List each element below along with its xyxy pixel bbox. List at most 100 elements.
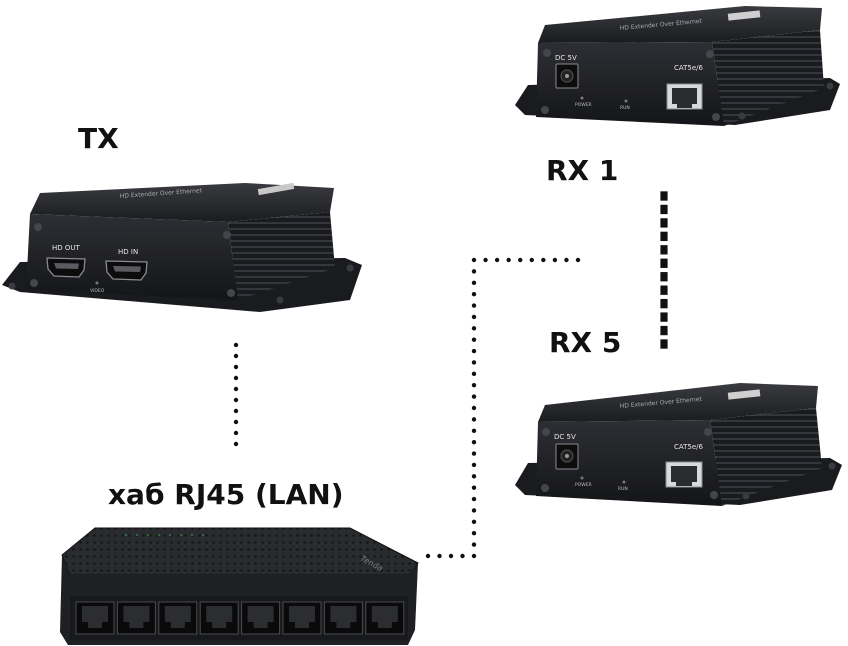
cable-dot bbox=[660, 204, 668, 215]
cable-dot bbox=[471, 531, 477, 536]
switch-ports bbox=[75, 601, 405, 635]
switch-port-icon bbox=[75, 601, 115, 635]
screw-icon bbox=[541, 106, 549, 114]
port-led-icon bbox=[190, 533, 194, 537]
switch-port-icon bbox=[365, 601, 405, 635]
rx5-label: RX 5 bbox=[549, 326, 622, 359]
video-led-icon bbox=[95, 281, 99, 285]
cable-dot bbox=[471, 371, 477, 377]
cable-dot bbox=[233, 441, 239, 447]
rx5-device: HD Extender Over Ethernet DC 5V POWER RU… bbox=[515, 383, 842, 506]
cable-dot bbox=[233, 430, 239, 436]
cable-dot bbox=[660, 258, 668, 268]
rx1-device: HD Extender Over Ethernet DC 5V POWER RU… bbox=[515, 6, 840, 126]
cable-dot bbox=[660, 191, 668, 201]
cable-dot bbox=[660, 298, 668, 309]
tx-port-label-hd-out: HD OUT bbox=[52, 244, 81, 252]
cable-dot bbox=[660, 312, 668, 322]
switch-port-icon bbox=[199, 601, 239, 635]
run-led-icon bbox=[624, 99, 628, 103]
rx1-label: RX 1 bbox=[546, 154, 619, 187]
cable-dot bbox=[471, 508, 477, 513]
cable-dot bbox=[233, 408, 239, 414]
screw-icon bbox=[704, 428, 712, 436]
cable-dot bbox=[233, 419, 239, 425]
cable-dot bbox=[660, 325, 668, 336]
cable-tx-to-switch bbox=[233, 342, 239, 447]
screw-icon bbox=[710, 491, 718, 499]
port-led-icon bbox=[124, 533, 128, 537]
cable-dot bbox=[448, 553, 454, 559]
rx5-port-label-cat: CAT5e/6 bbox=[674, 443, 704, 451]
cable-dot bbox=[437, 553, 442, 559]
screw-icon bbox=[828, 462, 836, 470]
cable-dot bbox=[471, 383, 477, 388]
cable-dot bbox=[471, 439, 477, 445]
cable-dot bbox=[471, 417, 477, 422]
cable-dot bbox=[529, 257, 534, 263]
switch-port-icon bbox=[241, 601, 281, 635]
cable-dot bbox=[471, 553, 477, 559]
switch-port-icon bbox=[116, 601, 156, 635]
run-led-icon bbox=[622, 480, 626, 484]
power-led-icon bbox=[580, 476, 584, 480]
cable-dot bbox=[471, 337, 477, 342]
screw-icon bbox=[276, 296, 284, 304]
screw-icon bbox=[541, 484, 549, 492]
cable-dot bbox=[233, 353, 239, 359]
cable-dot bbox=[233, 397, 239, 403]
cable-dot bbox=[471, 542, 477, 547]
screw-icon bbox=[712, 113, 720, 121]
switch-port-icon bbox=[158, 601, 198, 635]
screw-icon bbox=[706, 50, 714, 58]
tx-port-label-hd-in: HD IN bbox=[118, 248, 138, 256]
screw-icon bbox=[227, 289, 235, 297]
cable-dot bbox=[483, 257, 488, 263]
tx-label: TX bbox=[78, 122, 119, 155]
screw-icon bbox=[223, 231, 231, 239]
network-switch: Tenda bbox=[60, 527, 419, 645]
screw-icon bbox=[826, 82, 834, 90]
cable-switch-to-rx5 bbox=[425, 257, 581, 559]
cable-dot bbox=[660, 339, 668, 349]
port-led-icon bbox=[146, 533, 150, 537]
cable-dot bbox=[425, 553, 431, 559]
cable-dot bbox=[575, 257, 581, 263]
cable-dot bbox=[660, 272, 668, 282]
switch-label: хаб RJ45 (LAN) bbox=[108, 478, 344, 511]
cable-dot bbox=[471, 428, 477, 433]
switch-port-icon bbox=[323, 601, 363, 635]
screw-icon bbox=[543, 49, 551, 57]
cable-dot bbox=[471, 451, 477, 456]
cable-dot bbox=[471, 326, 477, 331]
port-led-icon bbox=[179, 533, 183, 537]
screw-icon bbox=[742, 492, 750, 500]
cable-dot bbox=[660, 245, 668, 255]
cable-dot bbox=[233, 364, 239, 370]
port-led-icon bbox=[157, 533, 161, 537]
power-led-icon bbox=[580, 96, 584, 100]
cable-dot bbox=[471, 474, 477, 479]
screw-icon bbox=[738, 112, 746, 120]
cable-dot bbox=[471, 519, 477, 525]
cable-dot bbox=[233, 386, 239, 392]
port-led-icon bbox=[168, 533, 172, 537]
rx1-indicator-run: RUN bbox=[620, 105, 630, 111]
rx5-indicator-power: POWER bbox=[575, 482, 592, 488]
cable-rx1-to-rx5 bbox=[660, 191, 668, 349]
port-led-icon bbox=[201, 533, 205, 537]
screw-icon bbox=[34, 223, 42, 231]
cable-dot bbox=[518, 257, 523, 263]
rx1-indicator-power: POWER bbox=[575, 102, 592, 108]
cable-dot bbox=[471, 394, 477, 399]
rx5-port-label-dc: DC 5V bbox=[554, 433, 576, 441]
cable-dot bbox=[460, 553, 465, 559]
cable-dot bbox=[471, 462, 477, 468]
cable-dot bbox=[541, 257, 546, 263]
screw-icon bbox=[542, 428, 550, 436]
cable-dot bbox=[494, 257, 500, 263]
cable-dot bbox=[471, 257, 477, 263]
cable-dot bbox=[471, 280, 477, 285]
cable-dot bbox=[471, 485, 477, 490]
